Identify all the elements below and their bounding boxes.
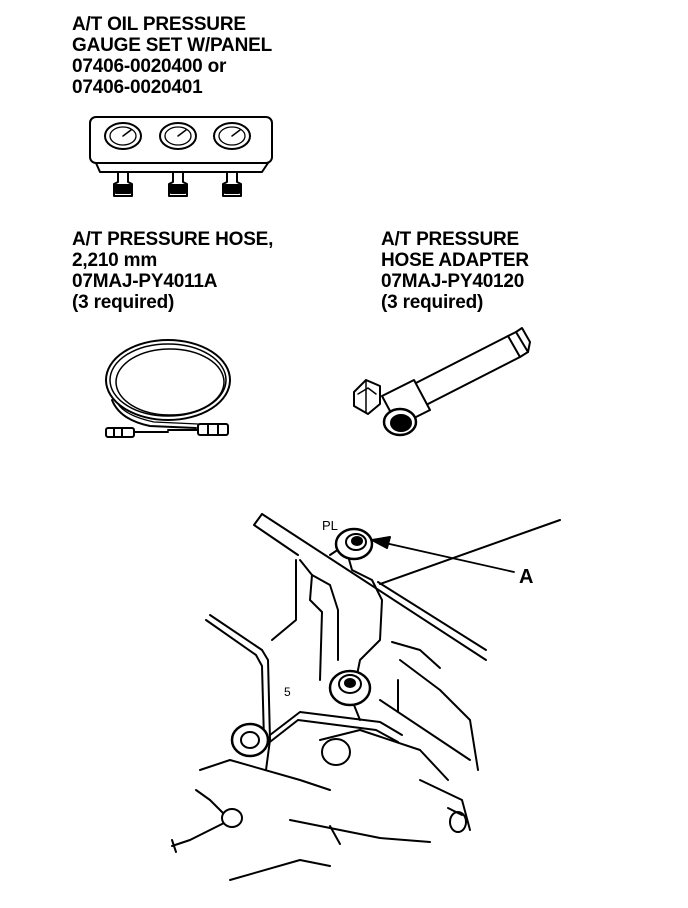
gauge-set-name-line1: A/T OIL PRESSURE [72,14,246,35]
gauge-set-part-number-2: 07406-0020401 [72,77,203,98]
hose-label: A/T PRESSURE HOSE, 2,210 mm 07MAJ-PY4011… [72,229,273,313]
hose-quantity: (3 required) [72,292,175,313]
gauge-set-part-number-1: 07406-0020400 or [72,56,227,77]
gauge-panel-icon [89,116,273,197]
port-label: PL [322,518,338,533]
adapter-quantity: (3 required) [381,292,484,313]
hose-adapter-icon [353,327,531,437]
adapter-name-line2: HOSE ADAPTER [381,250,529,271]
hose-length: 2,210 mm [72,250,158,271]
gauge-set-name-line2: GAUGE SET W/PANEL [72,35,272,56]
adapter-part-number: 07MAJ-PY40120 [381,271,525,292]
adapter-name-line1: A/T PRESSURE [381,229,520,250]
pipe-marking: 5 [284,685,291,699]
hose-part-number: 07MAJ-PY4011A [72,271,218,292]
callout-a-label: A [519,566,534,588]
gauge-set-label: A/T OIL PRESSURE GAUGE SET W/PANEL 07406… [72,14,272,98]
adapter-label: A/T PRESSURE HOSE ADAPTER 07MAJ-PY40120 … [381,229,529,313]
transmission-case-drawing [171,513,561,881]
hose-coil-icon [105,339,231,438]
hose-name: A/T PRESSURE HOSE, [72,229,274,250]
